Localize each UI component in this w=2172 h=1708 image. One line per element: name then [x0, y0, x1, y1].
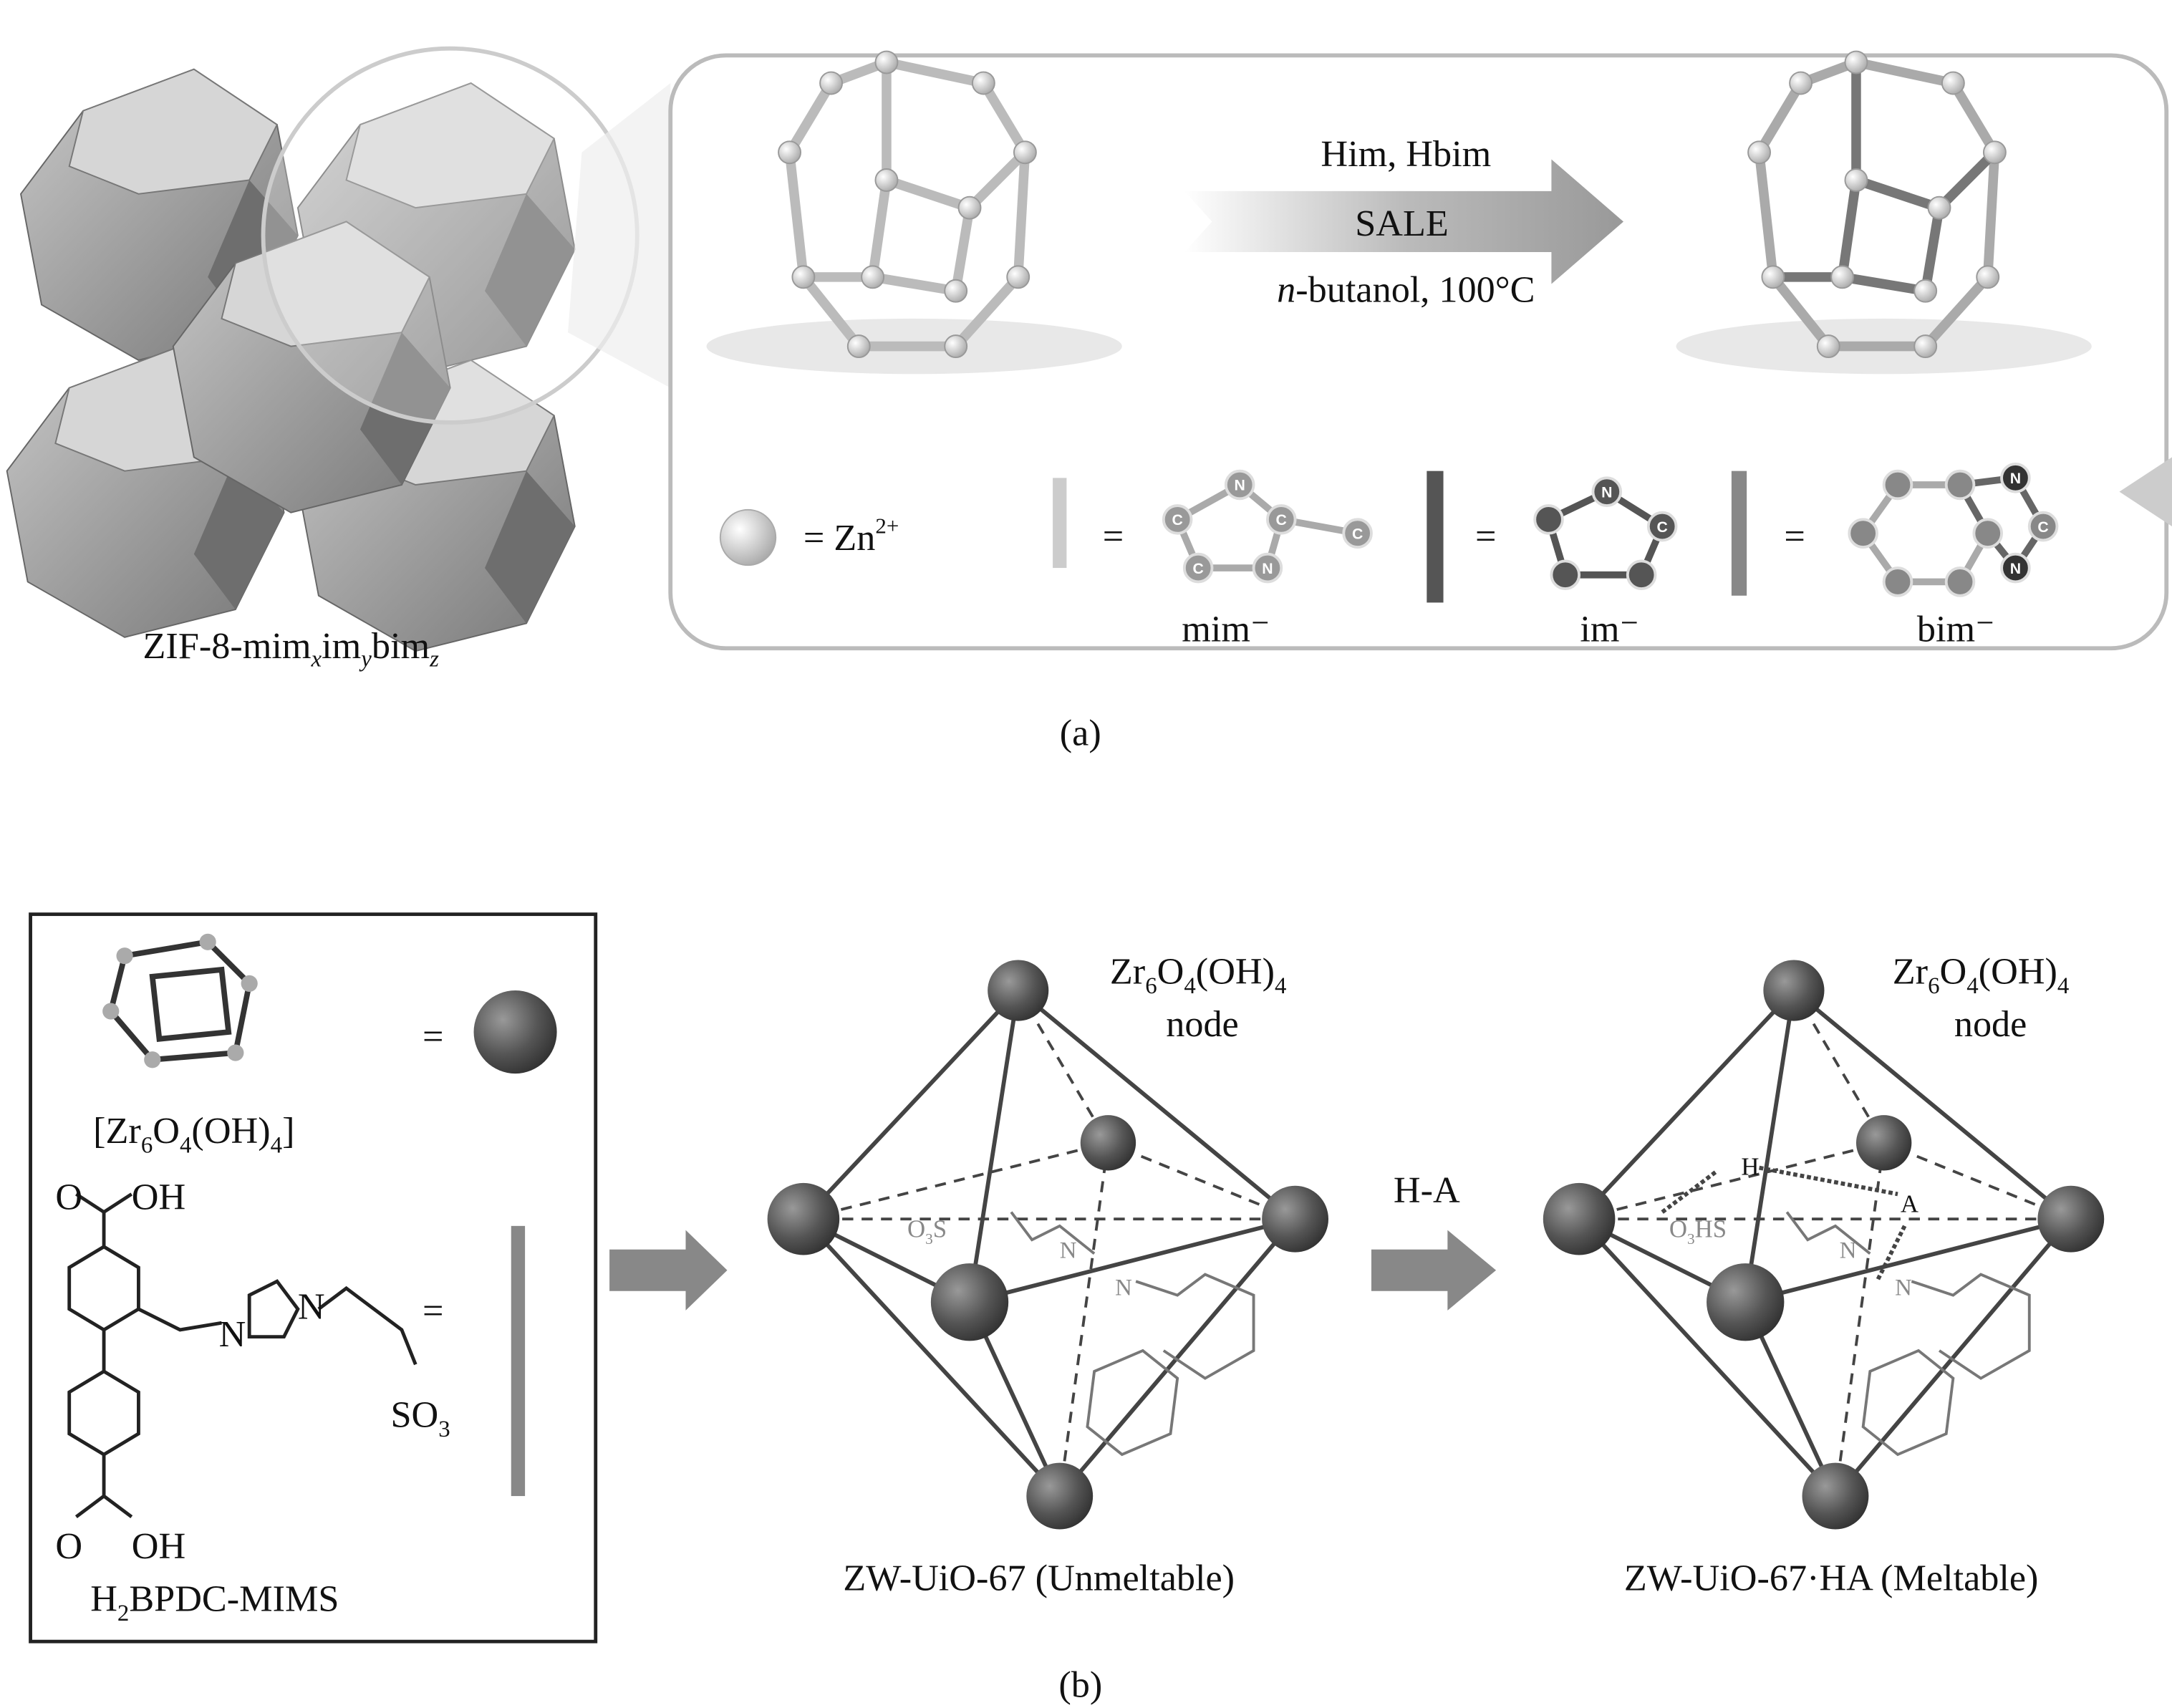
atom-oh: OH — [132, 1177, 185, 1218]
im-molecule — [1533, 476, 1678, 591]
node-formula-1: Zr6O4(OH)4 — [1110, 950, 1287, 999]
arrow-sale: SALE — [1355, 203, 1449, 244]
sulfonate-label-2: O3HS — [1669, 1215, 1727, 1248]
sulfonate-label-1: O3S — [907, 1215, 947, 1248]
eq-cluster: = — [423, 1015, 443, 1057]
mim-molecule — [1162, 469, 1373, 584]
atom-c: C — [1276, 511, 1287, 529]
zw-uio-67-structure — [767, 960, 1329, 1530]
unmeltable-label: ZW-UiO-67 (Unmeltable) — [843, 1558, 1235, 1599]
sodalite-cage-before — [706, 50, 1122, 375]
linker-label: H2BPDC-MIMS — [90, 1578, 339, 1627]
mim-bar-icon — [1053, 478, 1067, 569]
edge-arrow-fragment — [2119, 457, 2172, 527]
atom-n: N — [1235, 477, 1245, 494]
atom-c: C — [1172, 511, 1182, 529]
arrow-reagents: Him, Hbim — [1321, 133, 1491, 175]
imidazolium-n: N — [1060, 1237, 1077, 1263]
zn-sphere-icon — [719, 508, 777, 566]
framework-label: ZIF-8-mimximybimz — [143, 625, 440, 672]
atom-n: N — [219, 1313, 246, 1355]
mim-label: mim⁻ — [1182, 609, 1270, 650]
caption-b: (b) — [1058, 1664, 1102, 1706]
imidazolium-n: N — [1115, 1275, 1132, 1301]
bim-molecule — [1848, 463, 2059, 597]
atom-n: N — [2010, 560, 2021, 577]
eq-im: = — [1475, 516, 1496, 557]
anion-label: A — [1901, 1190, 1918, 1218]
eq-linker: = — [423, 1290, 443, 1331]
atom-c: C — [1656, 518, 1667, 536]
im-label: im⁻ — [1580, 609, 1639, 650]
atom-n: N — [2010, 470, 2021, 487]
imidazolium-n: N — [1895, 1275, 1912, 1301]
linker-bar-icon — [511, 1225, 526, 1497]
imidazolium-n: N — [1840, 1237, 1857, 1263]
atom-n: N — [1601, 483, 1612, 501]
sulfonate-group: SO3 — [390, 1394, 450, 1442]
caption-a: (a) — [1060, 713, 1101, 754]
reagent-ha: H-A — [1394, 1169, 1460, 1211]
eq-bim: = — [1784, 516, 1805, 557]
im-bar-icon — [1427, 471, 1444, 603]
legend-box — [29, 912, 598, 1644]
sale-arrow — [1184, 159, 1624, 284]
atom-oh: OH — [132, 1525, 185, 1567]
cluster-formula: [Zr6O4(OH)4] — [93, 1110, 294, 1159]
meltable-label: ZW-UiO-67·HA (Meltable) — [1624, 1558, 2039, 1599]
zif8-polyhedra — [6, 46, 671, 652]
atom-n: N — [1262, 560, 1273, 577]
atom-c: C — [1352, 525, 1363, 542]
proton-label: H — [1741, 1152, 1759, 1180]
h2bpdc-mims-structure — [67, 1192, 417, 1518]
atom-c: C — [2037, 518, 2048, 536]
zw-uio-67-ha-structure — [1543, 960, 2105, 1530]
arrow-to-meltable — [1371, 1230, 1497, 1311]
node-label-2: node — [1954, 1003, 2027, 1045]
sodalite-cage-after — [1676, 50, 2092, 375]
arrow-conditions: n-butanol, 100°C — [1277, 269, 1535, 311]
atom-c: C — [1192, 560, 1203, 577]
zr-cluster-icon — [102, 933, 258, 1068]
atom-o: O — [55, 1525, 82, 1567]
sale-panel — [668, 53, 2169, 651]
eq-mim: = — [1103, 516, 1124, 557]
node-formula-2: Zr6O4(OH)4 — [1893, 950, 2070, 999]
bim-bar-icon — [1731, 471, 1747, 596]
zr-node-sphere-icon — [473, 990, 557, 1074]
bim-label: bim⁻ — [1917, 609, 1995, 650]
atom-o: O — [55, 1177, 82, 1218]
atom-n: N — [298, 1285, 325, 1327]
zn-legend: = Zn2+ — [803, 513, 899, 559]
node-label-1: node — [1166, 1003, 1239, 1045]
arrow-to-unmeltable — [609, 1230, 728, 1311]
